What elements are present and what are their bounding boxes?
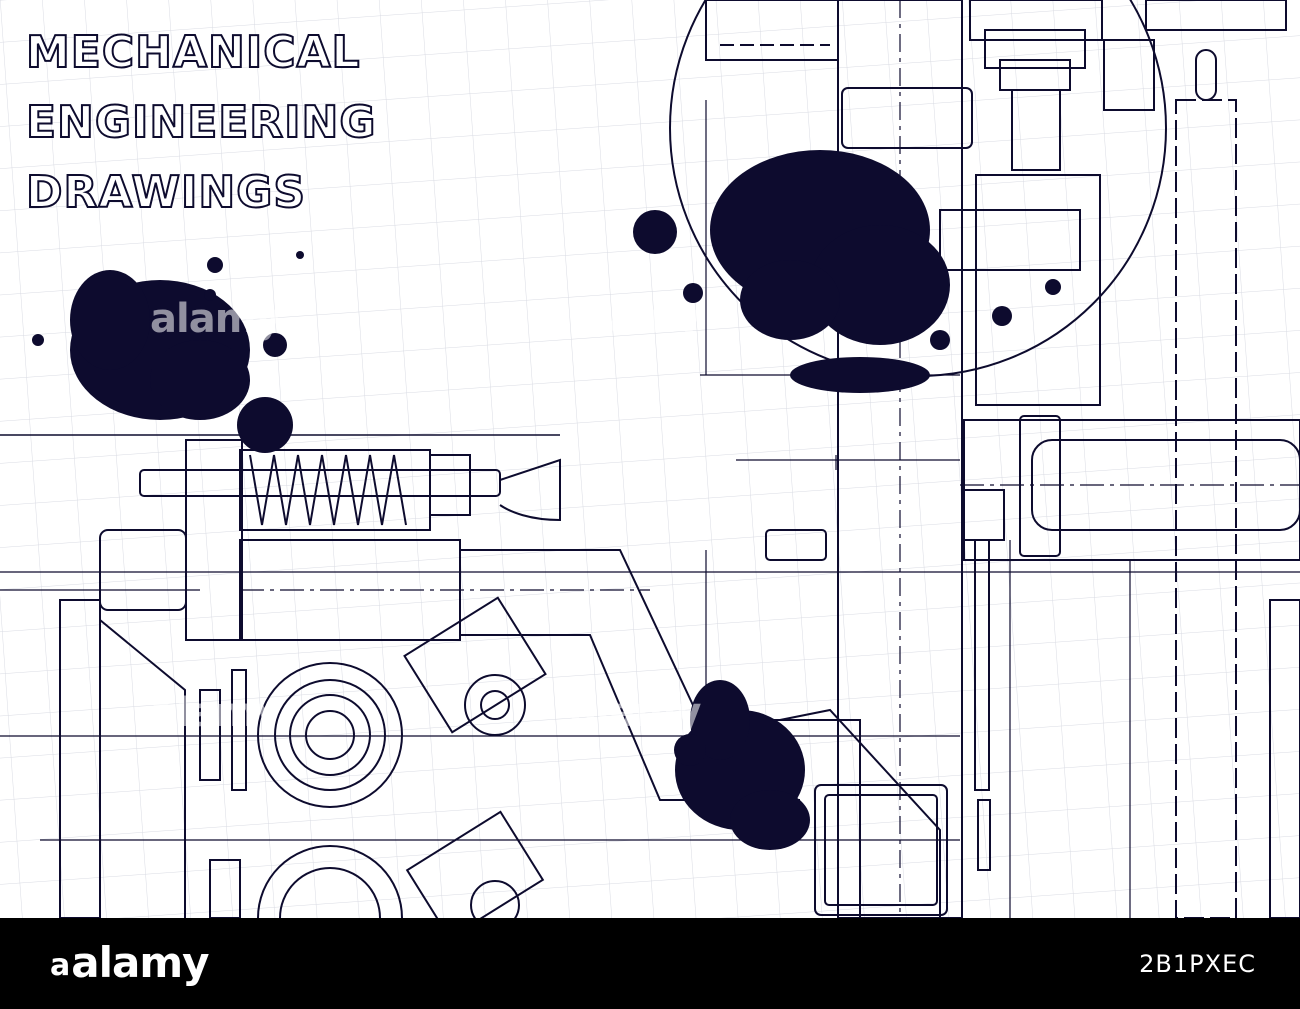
coil-spring bbox=[249, 454, 407, 526]
watermark: alamy bbox=[150, 296, 281, 342]
image-id: 2B1PXEC bbox=[1139, 950, 1256, 978]
brand-name: alamy bbox=[71, 938, 209, 987]
pipe-flange-lower bbox=[209, 845, 403, 918]
angled-pipe bbox=[239, 539, 461, 641]
vertical-column bbox=[837, 0, 963, 918]
page-title: MECHANICAL ENGINEERING DRAWINGS bbox=[25, 18, 377, 228]
ink-splash-bottom bbox=[674, 680, 810, 850]
title-line: DRAWINGS bbox=[25, 166, 307, 219]
top-housing bbox=[969, 0, 1103, 41]
bolt bbox=[765, 529, 827, 561]
ink-splash-left bbox=[32, 251, 304, 453]
drawing-artboard: MECHANICAL ENGINEERING DRAWINGS alamy al… bbox=[0, 0, 1300, 918]
brand-logo: aalamy bbox=[50, 938, 209, 987]
a-logo-icon: a bbox=[50, 948, 70, 983]
watermark: alamy bbox=[570, 690, 701, 736]
engineering-drawing bbox=[0, 0, 1300, 918]
ink-splash-top bbox=[633, 150, 1061, 393]
left-frame bbox=[99, 529, 187, 611]
watermark: alamy bbox=[570, 296, 701, 342]
grid-paper bbox=[0, 0, 1300, 918]
pipe-flange-upper bbox=[199, 662, 403, 808]
stock-footer: aalamy 2B1PXEC bbox=[0, 918, 1300, 1009]
watermark: alamy bbox=[150, 690, 281, 736]
title-line: MECHANICAL bbox=[25, 26, 361, 79]
blueprint-linework bbox=[0, 0, 1300, 918]
title-line: ENGINEERING bbox=[25, 96, 377, 149]
